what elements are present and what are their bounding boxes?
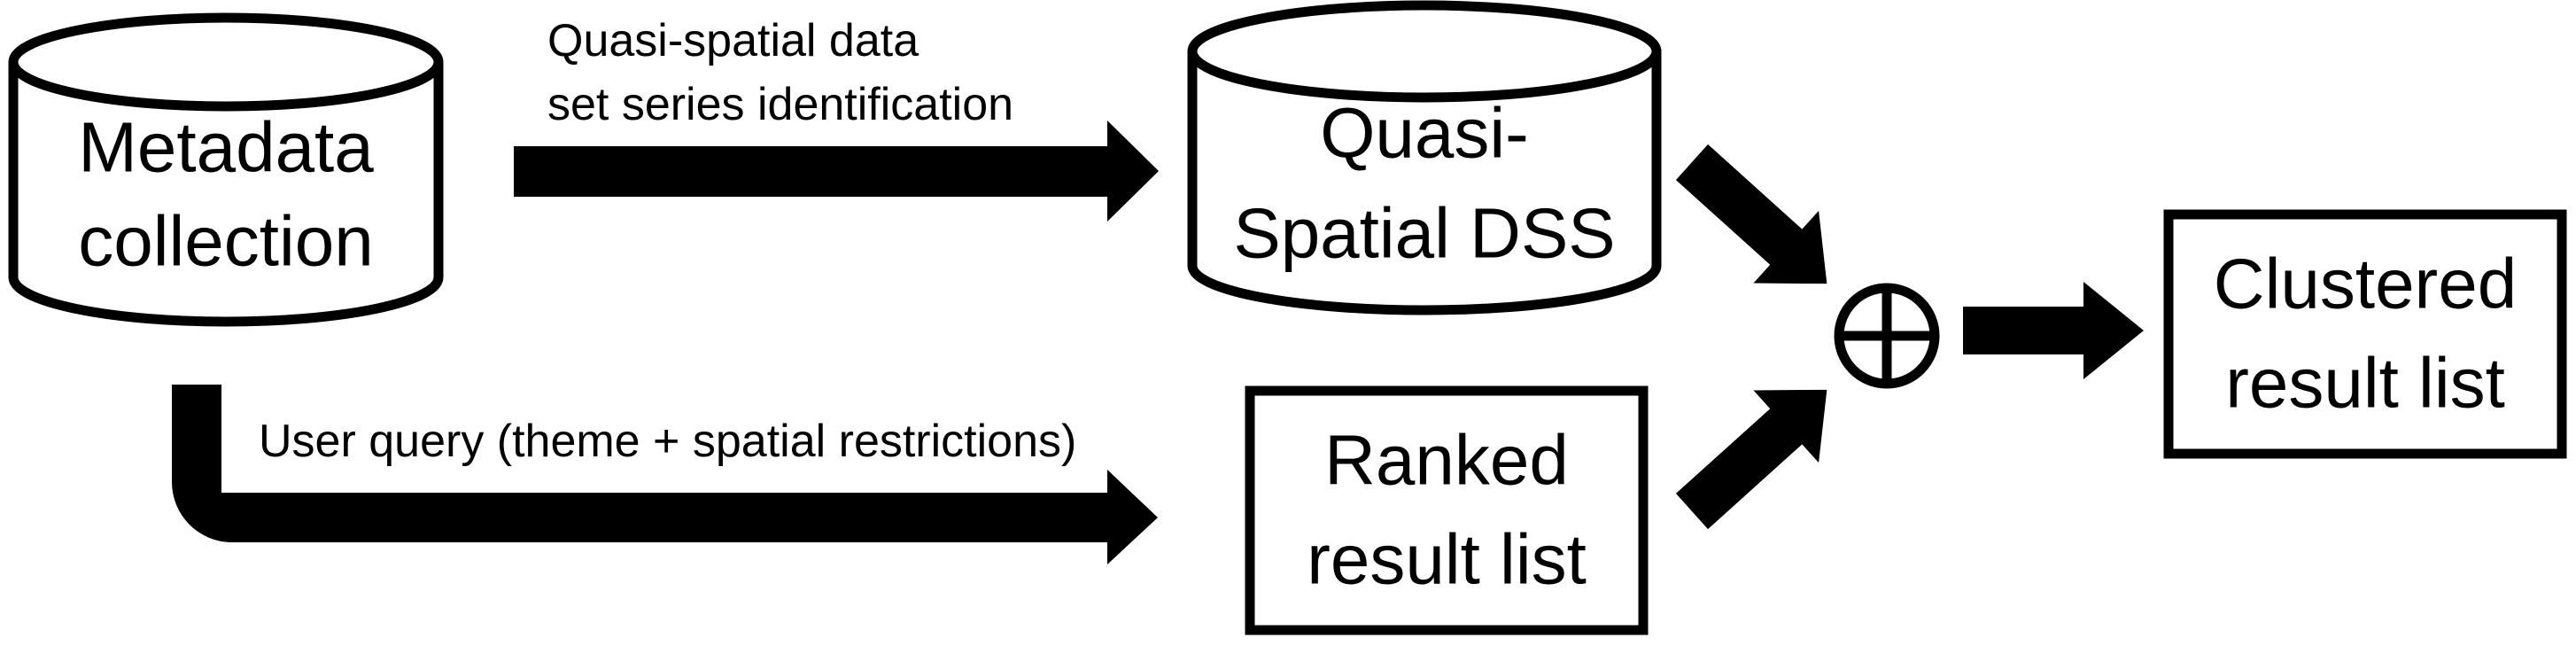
- cylinder-body: [8, 62, 444, 327]
- cylinder-top: [1187, 0, 1662, 103]
- node-label-dss-line1: Quasi-: [1320, 94, 1529, 173]
- node-clustered-result-list: Clustered result list: [2163, 209, 2567, 459]
- node-ranked-result-list: Ranked result list: [1245, 385, 1649, 635]
- diagonal-up-arrow-icon: [1675, 389, 1827, 530]
- node-label-metadata-line1: Metadata: [78, 108, 374, 187]
- rect-box: [1245, 385, 1649, 635]
- node-label-dss-line2: Spatial DSS: [1233, 194, 1615, 273]
- edge-label-series-identification-line2: set series identification: [547, 79, 1013, 130]
- cylinder-body: [1187, 51, 1662, 315]
- edge-merge-to-clustered: [1963, 282, 2144, 379]
- edge-user-query: User query (theme + spatial restrictions…: [172, 385, 1158, 564]
- edge-dss-to-merge: [1675, 144, 1827, 284]
- right-arrow-icon: [514, 121, 1159, 222]
- diagonal-down-arrow-icon: [1675, 144, 1827, 284]
- node-metadata-collection: Metadata collection: [8, 12, 444, 327]
- edge-ranked-to-merge: [1675, 389, 1827, 530]
- node-label-clustered-line1: Clustered: [2214, 245, 2517, 323]
- node-label-metadata-line2: collection: [78, 202, 374, 281]
- bent-arrow-icon: [172, 385, 1158, 564]
- node-label-ranked-line1: Ranked: [1324, 421, 1569, 500]
- rect-box: [2163, 209, 2567, 459]
- edge-label-series-identification-line1: Quasi-spatial data: [547, 15, 919, 66]
- cylinder-top: [8, 12, 444, 112]
- node-label-clustered-line2: result list: [2225, 344, 2505, 423]
- right-arrow-icon: [1963, 282, 2144, 379]
- node-quasi-spatial-dss: Quasi- Spatial DSS: [1187, 0, 1662, 315]
- node-label-ranked-line2: result list: [1307, 520, 1587, 599]
- edge-label-user-query: User query (theme + spatial restrictions…: [259, 416, 1076, 467]
- edge-series-identification: Quasi-spatial data set series identifica…: [514, 15, 1159, 222]
- merge-operator: [1834, 283, 1940, 389]
